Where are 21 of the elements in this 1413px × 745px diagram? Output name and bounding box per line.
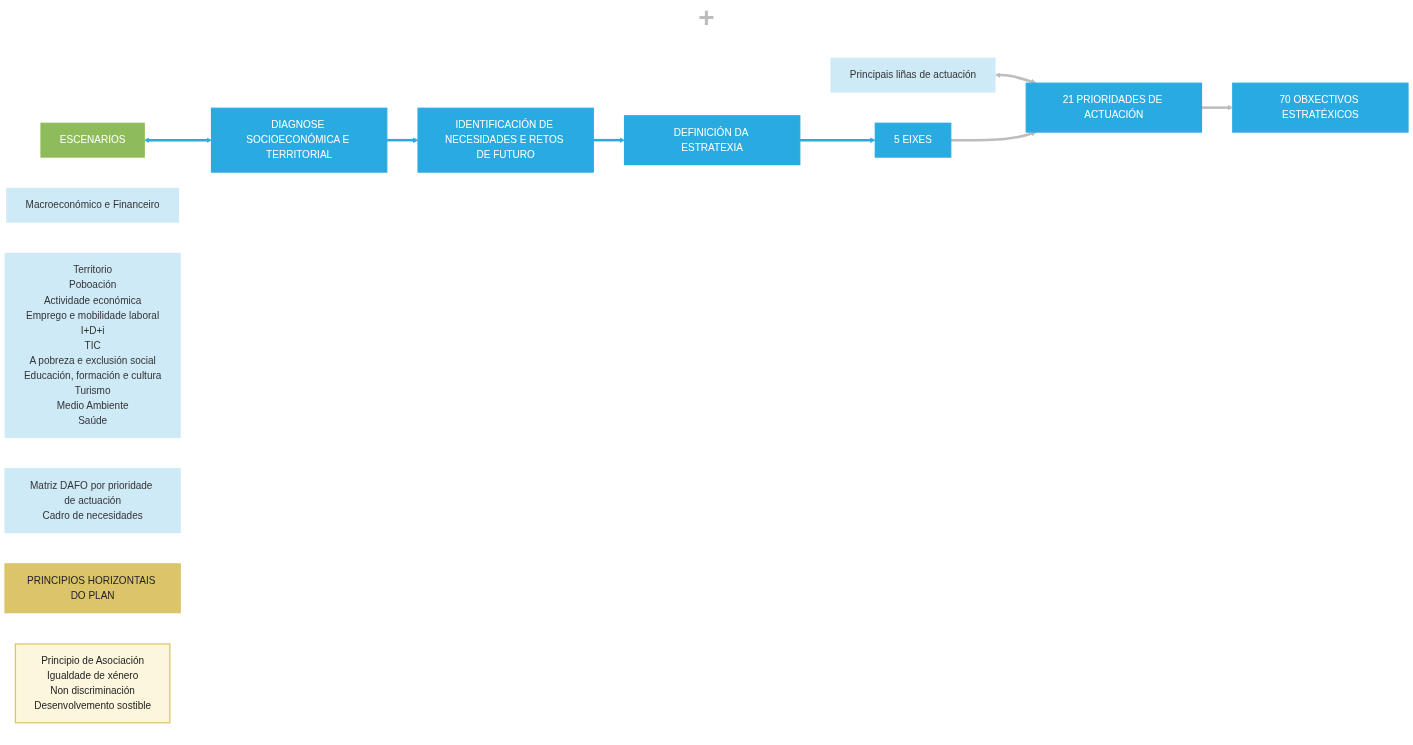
node-box: 70 OBXECTIVOS ESTRATÉXICOS (1232, 82, 1409, 133)
node-box: DIAGNOSE SOCIOECONÓMICA E TERRITORIAL (210, 107, 388, 173)
arrow (386, 137, 419, 143)
node-box: Matriz DAFO por prioridade de actuación Cadro de necesidades (4, 468, 181, 534)
node-box: 21 PRIORIDADES DE ACTUACIÓN (1025, 82, 1203, 133)
node-box: ESCENARIOS (40, 122, 145, 158)
node-box: Macroeconómico e Financeiro (6, 187, 180, 223)
plus-sign: + (698, 2, 715, 33)
node-box: Territorio Poboación Actividade económica Emprego e mobilidade laboral I+D+i TIC A pobreza e exclusión social Educación, formación e cultura Turismo Medio Ambiente Saúde (4, 252, 181, 439)
arrow (1201, 104, 1233, 111)
node-box: Principio de Asociación Igualdade de xénero Non discriminación Desenvolvemento sostible (14, 643, 171, 724)
node-box: Principais liñas de actuación (830, 57, 996, 93)
node-box: PRINCIPIOS HORIZONTAIS DO PLAN (4, 563, 181, 614)
node-box: IDENTIFICACIÓN DE NECESIDADES E RETOS DE FUTURO (417, 107, 594, 173)
node-box: 5 EIXES (874, 122, 952, 158)
arrow (950, 130, 1037, 142)
node-box: DEFINICIÓN DA ESTRATEXIA (623, 115, 801, 166)
arrow (994, 72, 1037, 85)
arrow (799, 137, 876, 143)
arrow (593, 137, 625, 143)
arrow (144, 137, 212, 143)
